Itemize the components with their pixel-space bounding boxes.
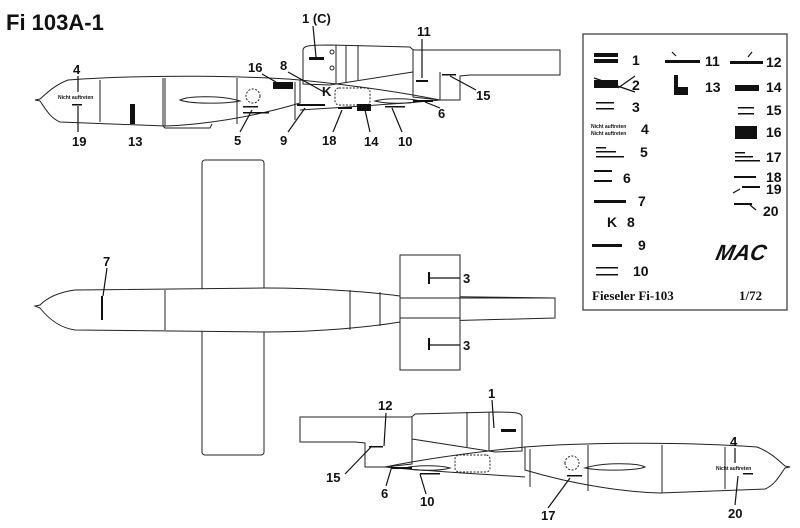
legend-item-4: 4 [641,121,649,137]
legend-item-5: 5 [640,144,648,160]
legend-item-4-text-a: Nicht auftreten [591,124,626,130]
legend-item-20: 20 [763,203,779,219]
legend-item-1: 1 [632,52,640,68]
legend-item-18: 18 [766,169,782,185]
diagram-title: Fi 103A-1 [6,10,104,35]
label-8: 8 [280,58,287,73]
label-15-bottom: 15 [326,470,340,485]
legend-item-13: 13 [705,79,721,95]
legend-mid-column: 11 13 [665,51,721,95]
legend-scale: 1/72 [739,288,762,303]
k-marking: K [322,84,332,99]
label-10: 10 [398,134,412,149]
label-13: 13 [128,134,142,149]
legend-model-name: Fieseler Fi-103 [592,288,674,303]
decal-legend: 1 2 3 Nicht auftreten Nicht auftreten 4 … [582,33,788,311]
legend-item-2: 2 [632,77,640,93]
label-3-upper: 3 [463,271,470,286]
legend-item-10: 10 [633,263,649,279]
legend-right-column: 12 14 15 16 17 18 19 20 [730,51,782,219]
legend-item-4-text-b: Nicht auftreten [591,131,626,137]
label-10-bottom: 10 [420,494,434,509]
legend-item-7: 7 [638,193,646,209]
label-16: 16 [248,60,262,75]
label-3-lower: 3 [463,338,470,353]
plan-view: 7 3 3 [33,159,556,456]
label-12: 12 [378,398,392,413]
label-1: 1 [488,386,495,401]
legend-item-6: 6 [623,170,631,186]
legend-item-12: 12 [766,54,782,70]
label-15: 15 [476,88,490,103]
legend-item-11: 11 [705,53,720,69]
label-9: 9 [280,133,287,148]
legend-item-3: 3 [632,99,640,115]
label-20: 20 [728,506,742,521]
label-11: 11 [417,24,431,39]
side-view-left: Nicht auftreten K 1 (C) 4 19 13 16 8 5 9… [34,11,561,149]
legend-item-14: 14 [766,79,782,95]
legend-item-8-k: K [607,214,617,230]
mac-logo: MAC [714,240,770,265]
legend-item-9: 9 [638,237,646,253]
label-19: 19 [72,134,86,149]
legend-left-column: 1 2 3 Nicht auftreten Nicht auftreten 4 … [591,52,649,279]
legend-item-17: 17 [766,149,782,165]
legend-item-15: 15 [766,102,782,118]
legend-item-19: 19 [766,181,782,197]
label-4-bottom: 4 [730,434,738,449]
label-18: 18 [322,133,336,148]
label-17: 17 [541,508,555,523]
legend-item-8: 8 [627,214,635,230]
label-6: 6 [438,106,445,121]
label-4: 4 [73,62,81,77]
label-5: 5 [234,133,241,148]
stencil-nicht-auftreten-bottom: Nicht auftreten [716,466,751,472]
stencil-nicht-auftreten-top: Nicht auftreten [58,95,93,101]
legend-item-16: 16 [766,124,782,140]
label-1c: 1 (C) [302,11,331,26]
label-6-bottom: 6 [381,486,388,501]
label-14: 14 [364,134,379,149]
label-7: 7 [103,254,110,269]
side-view-right: Nicht auftreten 1 12 15 6 10 17 4 20 [299,386,791,523]
